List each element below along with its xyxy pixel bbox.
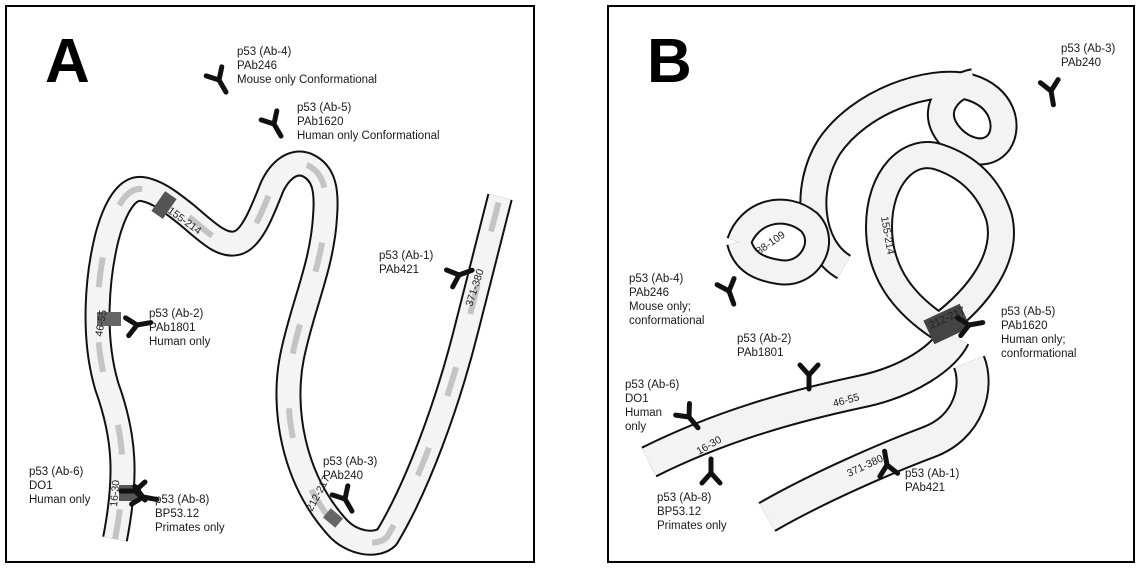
- panel-a: A 155-214 46-55 371-380 212-2: [5, 5, 535, 563]
- svg-text:only: only: [625, 421, 646, 433]
- antibody-icon: [702, 459, 720, 483]
- panel-b-diagram: 212-217 88-109 155-214 46-55 16-30 371-3…: [609, 7, 1135, 563]
- svg-text:PAb240: PAb240: [1061, 57, 1101, 69]
- svg-text:p53 (Ab-6): p53 (Ab-6): [29, 466, 84, 478]
- svg-text:p53 (Ab-4): p53 (Ab-4): [237, 46, 292, 58]
- svg-text:BP53.12: BP53.12: [657, 506, 701, 518]
- antibody-label-ab6: p53 (Ab-6) DO1 Human only: [625, 379, 680, 433]
- antibody-label-ab4: p53 (Ab-4) PAb246 Mouse only Conformatio…: [237, 46, 377, 86]
- antibody-icon: [1040, 80, 1062, 107]
- svg-text:DO1: DO1: [625, 393, 649, 405]
- svg-text:p53 (Ab-1): p53 (Ab-1): [379, 250, 434, 262]
- panel-a-ribbon: [97, 164, 500, 543]
- svg-text:PAb1801: PAb1801: [149, 322, 195, 334]
- svg-text:Primates only: Primates only: [657, 520, 727, 532]
- svg-text:p53 (Ab-8): p53 (Ab-8): [155, 494, 210, 506]
- svg-text:p53 (Ab-3): p53 (Ab-3): [323, 456, 378, 468]
- svg-text:Human only Conformational: Human only Conformational: [297, 130, 440, 142]
- svg-text:p53 (Ab-5): p53 (Ab-5): [297, 102, 352, 114]
- svg-text:p53 (Ab-1): p53 (Ab-1): [905, 468, 960, 480]
- antibody-label-ab2: p53 (Ab-2) PAb1801 Human only: [149, 308, 211, 348]
- antibody-icon: [717, 279, 742, 308]
- antibody-label-ab6: p53 (Ab-6) DO1 Human only: [29, 466, 91, 506]
- svg-text:Human only: Human only: [29, 494, 91, 506]
- svg-text:PAb1620: PAb1620: [1001, 320, 1047, 332]
- svg-text:p53 (Ab-3): p53 (Ab-3): [1061, 43, 1116, 55]
- antibody-label-ab8: p53 (Ab-8) BP53.12 Primates only: [657, 492, 727, 532]
- svg-text:BP53.12: BP53.12: [155, 508, 199, 520]
- svg-text:Mouse only Conformational: Mouse only Conformational: [237, 74, 377, 86]
- svg-text:Human: Human: [625, 407, 662, 419]
- svg-text:p53 (Ab-2): p53 (Ab-2): [737, 333, 792, 345]
- svg-text:conformational: conformational: [629, 315, 704, 327]
- antibody-icon: [261, 111, 289, 141]
- svg-text:Human only: Human only: [149, 336, 211, 348]
- svg-text:PAb421: PAb421: [379, 264, 419, 276]
- svg-text:p53 (Ab-4): p53 (Ab-4): [629, 273, 684, 285]
- svg-text:conformational: conformational: [1001, 348, 1076, 360]
- svg-text:PAb1620: PAb1620: [297, 116, 343, 128]
- svg-text:Primates only: Primates only: [155, 522, 225, 534]
- svg-text:p53 (Ab-8): p53 (Ab-8): [657, 492, 712, 504]
- svg-text:Human only;: Human only;: [1001, 334, 1066, 346]
- svg-text:p53 (Ab-5): p53 (Ab-5): [1001, 306, 1056, 318]
- svg-text:PAb1801: PAb1801: [737, 347, 783, 359]
- panel-a-diagram: 155-214 46-55 371-380 212-217 16-30 p53 …: [7, 7, 535, 563]
- antibody-label-ab3: p53 (Ab-3) PAb240: [323, 456, 378, 482]
- svg-text:PAb246: PAb246: [629, 287, 669, 299]
- svg-text:p53 (Ab-6): p53 (Ab-6): [625, 379, 680, 391]
- antibody-label-ab4: p53 (Ab-4) PAb246 Mouse only; conformati…: [629, 273, 704, 327]
- antibody-label-ab2: p53 (Ab-2) PAb1801: [737, 333, 792, 359]
- svg-text:PAb421: PAb421: [905, 482, 945, 494]
- antibody-label-ab3: p53 (Ab-3) PAb240: [1061, 43, 1116, 69]
- antibody-icon: [206, 67, 234, 97]
- antibody-label-ab1: p53 (Ab-1) PAb421: [379, 250, 434, 276]
- antibody-label-ab1: p53 (Ab-1) PAb421: [905, 468, 960, 494]
- svg-text:DO1: DO1: [29, 480, 53, 492]
- panel-b: B 212-217 88-10: [607, 5, 1135, 563]
- antibody-label-ab5: p53 (Ab-5) PAb1620 Human only; conformat…: [1001, 306, 1076, 360]
- antibody-label-ab8: p53 (Ab-8) BP53.12 Primates only: [155, 494, 225, 534]
- antibody-label-ab5: p53 (Ab-5) PAb1620 Human only Conformati…: [297, 102, 440, 142]
- svg-text:PAb246: PAb246: [237, 60, 277, 72]
- svg-text:p53 (Ab-2): p53 (Ab-2): [149, 308, 204, 320]
- svg-text:Mouse only;: Mouse only;: [629, 301, 691, 313]
- svg-text:PAb240: PAb240: [323, 470, 363, 482]
